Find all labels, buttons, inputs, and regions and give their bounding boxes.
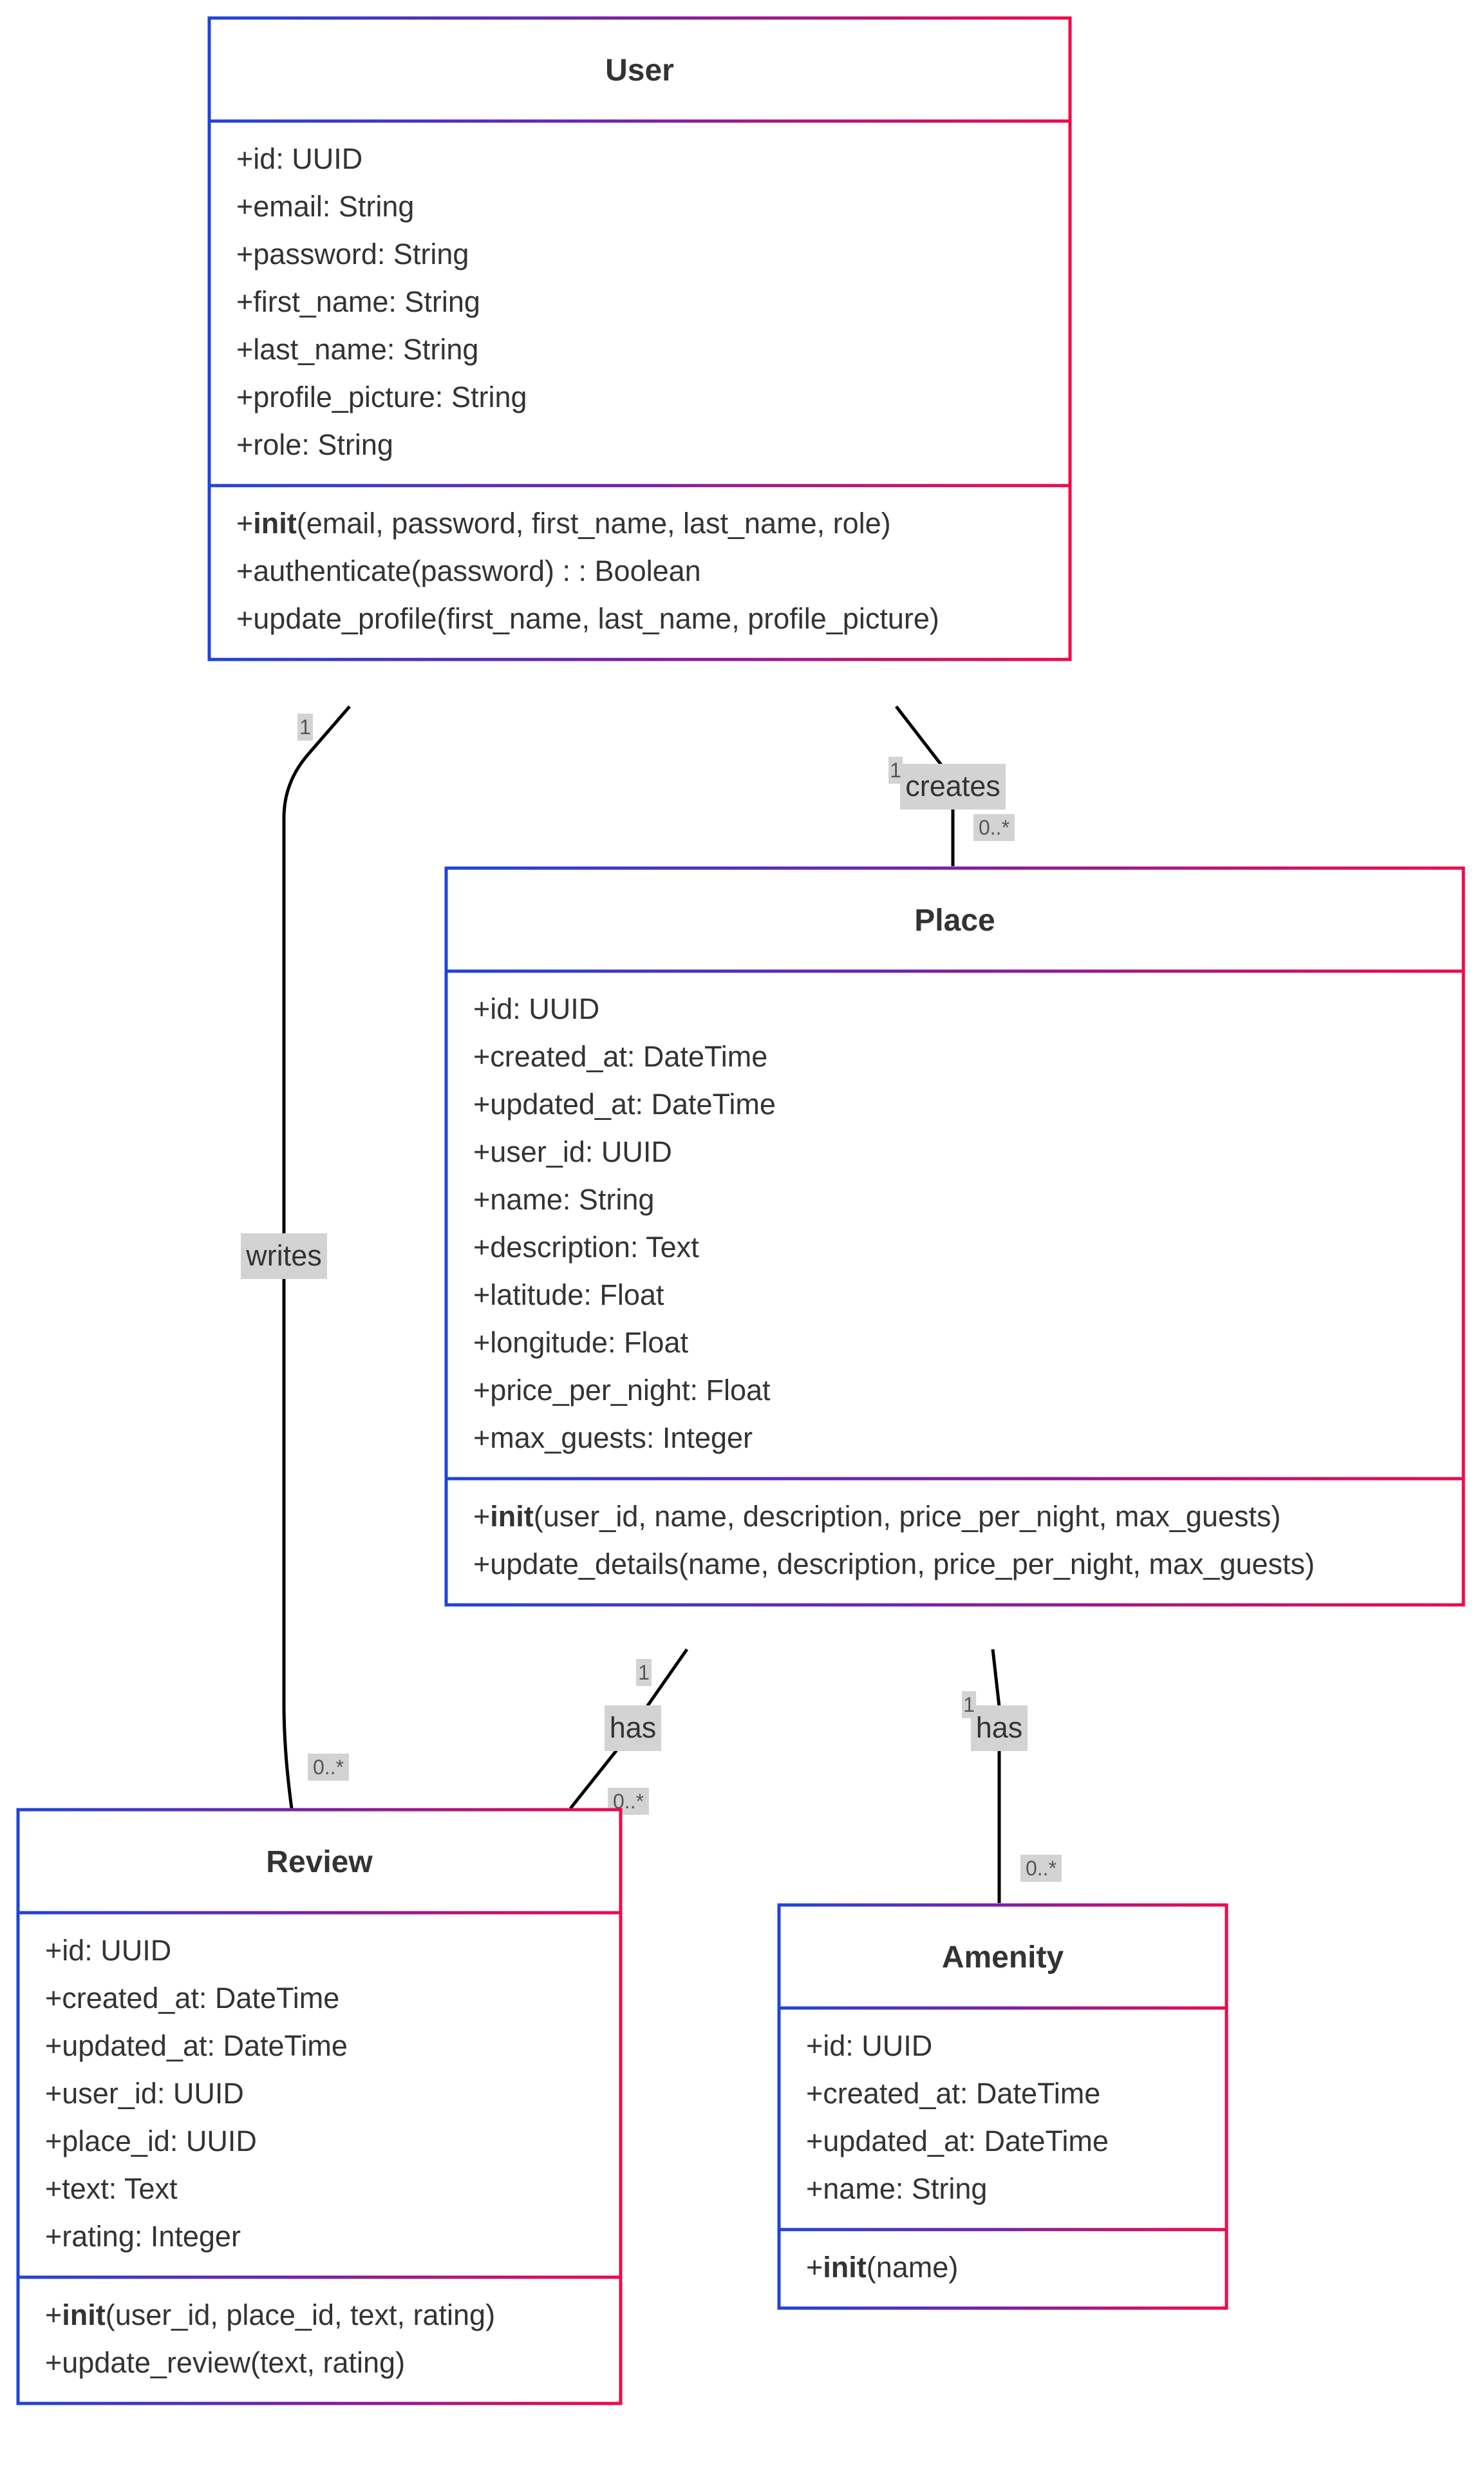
class-attribute: +role: String xyxy=(236,428,393,461)
class-amenity: Amenity +id: UUID +created_at: DateTime +up… xyxy=(777,1903,1228,2310)
class-name: User xyxy=(605,53,674,88)
multiplicity-text: 1 xyxy=(890,759,901,782)
multiplicity-text: 0..* xyxy=(1026,1857,1057,1880)
class-attribute: +id: UUID xyxy=(45,1934,171,1967)
class-divider xyxy=(446,969,1463,973)
relation-label-creates: creates xyxy=(900,764,1006,810)
class-attribute: +max_guests: Integer xyxy=(473,1421,753,1454)
edge-place-amenity xyxy=(991,1649,1001,1903)
class-box xyxy=(444,866,1465,1607)
class-method: +authenticate(password) : : Boolean xyxy=(236,554,701,587)
class-review: Review +id: UUID +created_at: DateTime +upd… xyxy=(16,1808,623,2405)
multiplicity-text: 1 xyxy=(963,1693,975,1716)
class-attribute: +updated_at: DateTime xyxy=(806,2125,1109,2157)
class-divider xyxy=(209,484,1070,488)
relation-label-text: creates xyxy=(905,770,1000,802)
class-divider xyxy=(446,1477,1463,1481)
class-attribute: +user_id: UUID xyxy=(473,1135,672,1168)
class-attribute: +place_id: UUID xyxy=(45,2125,257,2157)
class-divider xyxy=(779,2228,1226,2231)
class-attribute: +id: UUID xyxy=(806,2029,932,2062)
class-attribute: +password: String xyxy=(236,238,469,270)
class-attribute: +latitude: Float xyxy=(473,1278,664,1311)
multiplicity-place-review-from: 1 xyxy=(636,1659,652,1686)
class-attribute: +name: String xyxy=(473,1183,654,1216)
multiplicity-text: 1 xyxy=(638,1661,650,1684)
class-box xyxy=(207,16,1072,661)
class-place: Place +id: UUID +created_at: DateTime +upda… xyxy=(444,866,1465,1607)
class-user: User +id: UUID +email: String +password: St… xyxy=(207,16,1072,661)
class-divider xyxy=(18,2275,621,2279)
class-attribute: +description: Text xyxy=(473,1231,699,1264)
class-attribute: +updated_at: DateTime xyxy=(473,1088,776,1121)
class-attribute: +id: UUID xyxy=(473,992,599,1025)
class-attribute: +text: Text xyxy=(45,2172,178,2205)
class-method: +init(user_id, place_id, text, rating) xyxy=(45,2298,495,2331)
class-method: +init(name) xyxy=(806,2251,958,2284)
multiplicity-user-review-from: 1 xyxy=(297,714,313,741)
class-attribute: +rating: Integer xyxy=(45,2220,241,2253)
relation-label-text: has xyxy=(976,1711,1023,1744)
class-attribute: +first_name: String xyxy=(236,285,480,318)
multiplicity-user-place-to: 0..* xyxy=(973,814,1015,841)
multiplicity-place-amenity-to: 0..* xyxy=(1020,1855,1062,1882)
multiplicity-text: 1 xyxy=(299,715,311,739)
class-box xyxy=(16,1808,623,2405)
class-attribute: +updated_at: DateTime xyxy=(45,2029,348,2062)
classes: User +id: UUID +email: String +password: St… xyxy=(16,16,1465,2405)
class-attribute: +created_at: DateTime xyxy=(806,2077,1100,2110)
multiplicity-place-amenity-from: 1 xyxy=(962,1691,976,1718)
class-method: +update_profile(first_name, last_name, p… xyxy=(236,602,939,635)
class-attribute: +last_name: String xyxy=(236,333,478,366)
class-method: +update_review(text, rating) xyxy=(45,2346,405,2379)
class-method: +init(email, password, first_name, last_… xyxy=(236,507,891,540)
class-attribute: +created_at: DateTime xyxy=(473,1040,767,1073)
class-name: Place xyxy=(914,904,995,938)
class-divider xyxy=(779,2006,1226,2010)
class-divider xyxy=(18,1911,621,1915)
class-divider xyxy=(209,119,1070,123)
class-attribute: +email: String xyxy=(236,190,414,223)
class-attribute: +price_per_night: Float xyxy=(473,1374,771,1407)
multiplicity-text: 0..* xyxy=(979,816,1010,839)
class-attribute: +user_id: UUID xyxy=(45,2077,244,2110)
edge-user-review xyxy=(282,705,351,1809)
class-attribute: +longitude: Float xyxy=(473,1326,688,1359)
relation-label-text: has xyxy=(610,1711,657,1744)
class-attribute: +name: String xyxy=(806,2172,987,2205)
relation-label-text: writes xyxy=(245,1239,322,1272)
relation-label-writes: writes xyxy=(241,1233,327,1279)
multiplicity-text: 0..* xyxy=(313,1756,344,1779)
relation-label-has-amenity: has xyxy=(971,1705,1028,1751)
edge-place-review xyxy=(569,1648,689,1810)
multiplicity-user-review-to: 0..* xyxy=(308,1754,349,1781)
class-name: Review xyxy=(266,1845,373,1879)
class-method: +init(user_id, name, description, price_… xyxy=(473,1500,1281,1533)
class-attribute: +id: UUID xyxy=(236,142,362,175)
class-attribute: +profile_picture: String xyxy=(236,381,527,413)
class-name: Amenity xyxy=(942,1940,1064,1975)
relation-label-has-review: has xyxy=(605,1705,661,1751)
multiplicity-user-place-from: 1 xyxy=(888,757,903,784)
class-method: +update_details(name, description, price… xyxy=(473,1548,1315,1580)
class-attribute: +created_at: DateTime xyxy=(45,1982,339,2014)
class-box xyxy=(777,1903,1228,2310)
